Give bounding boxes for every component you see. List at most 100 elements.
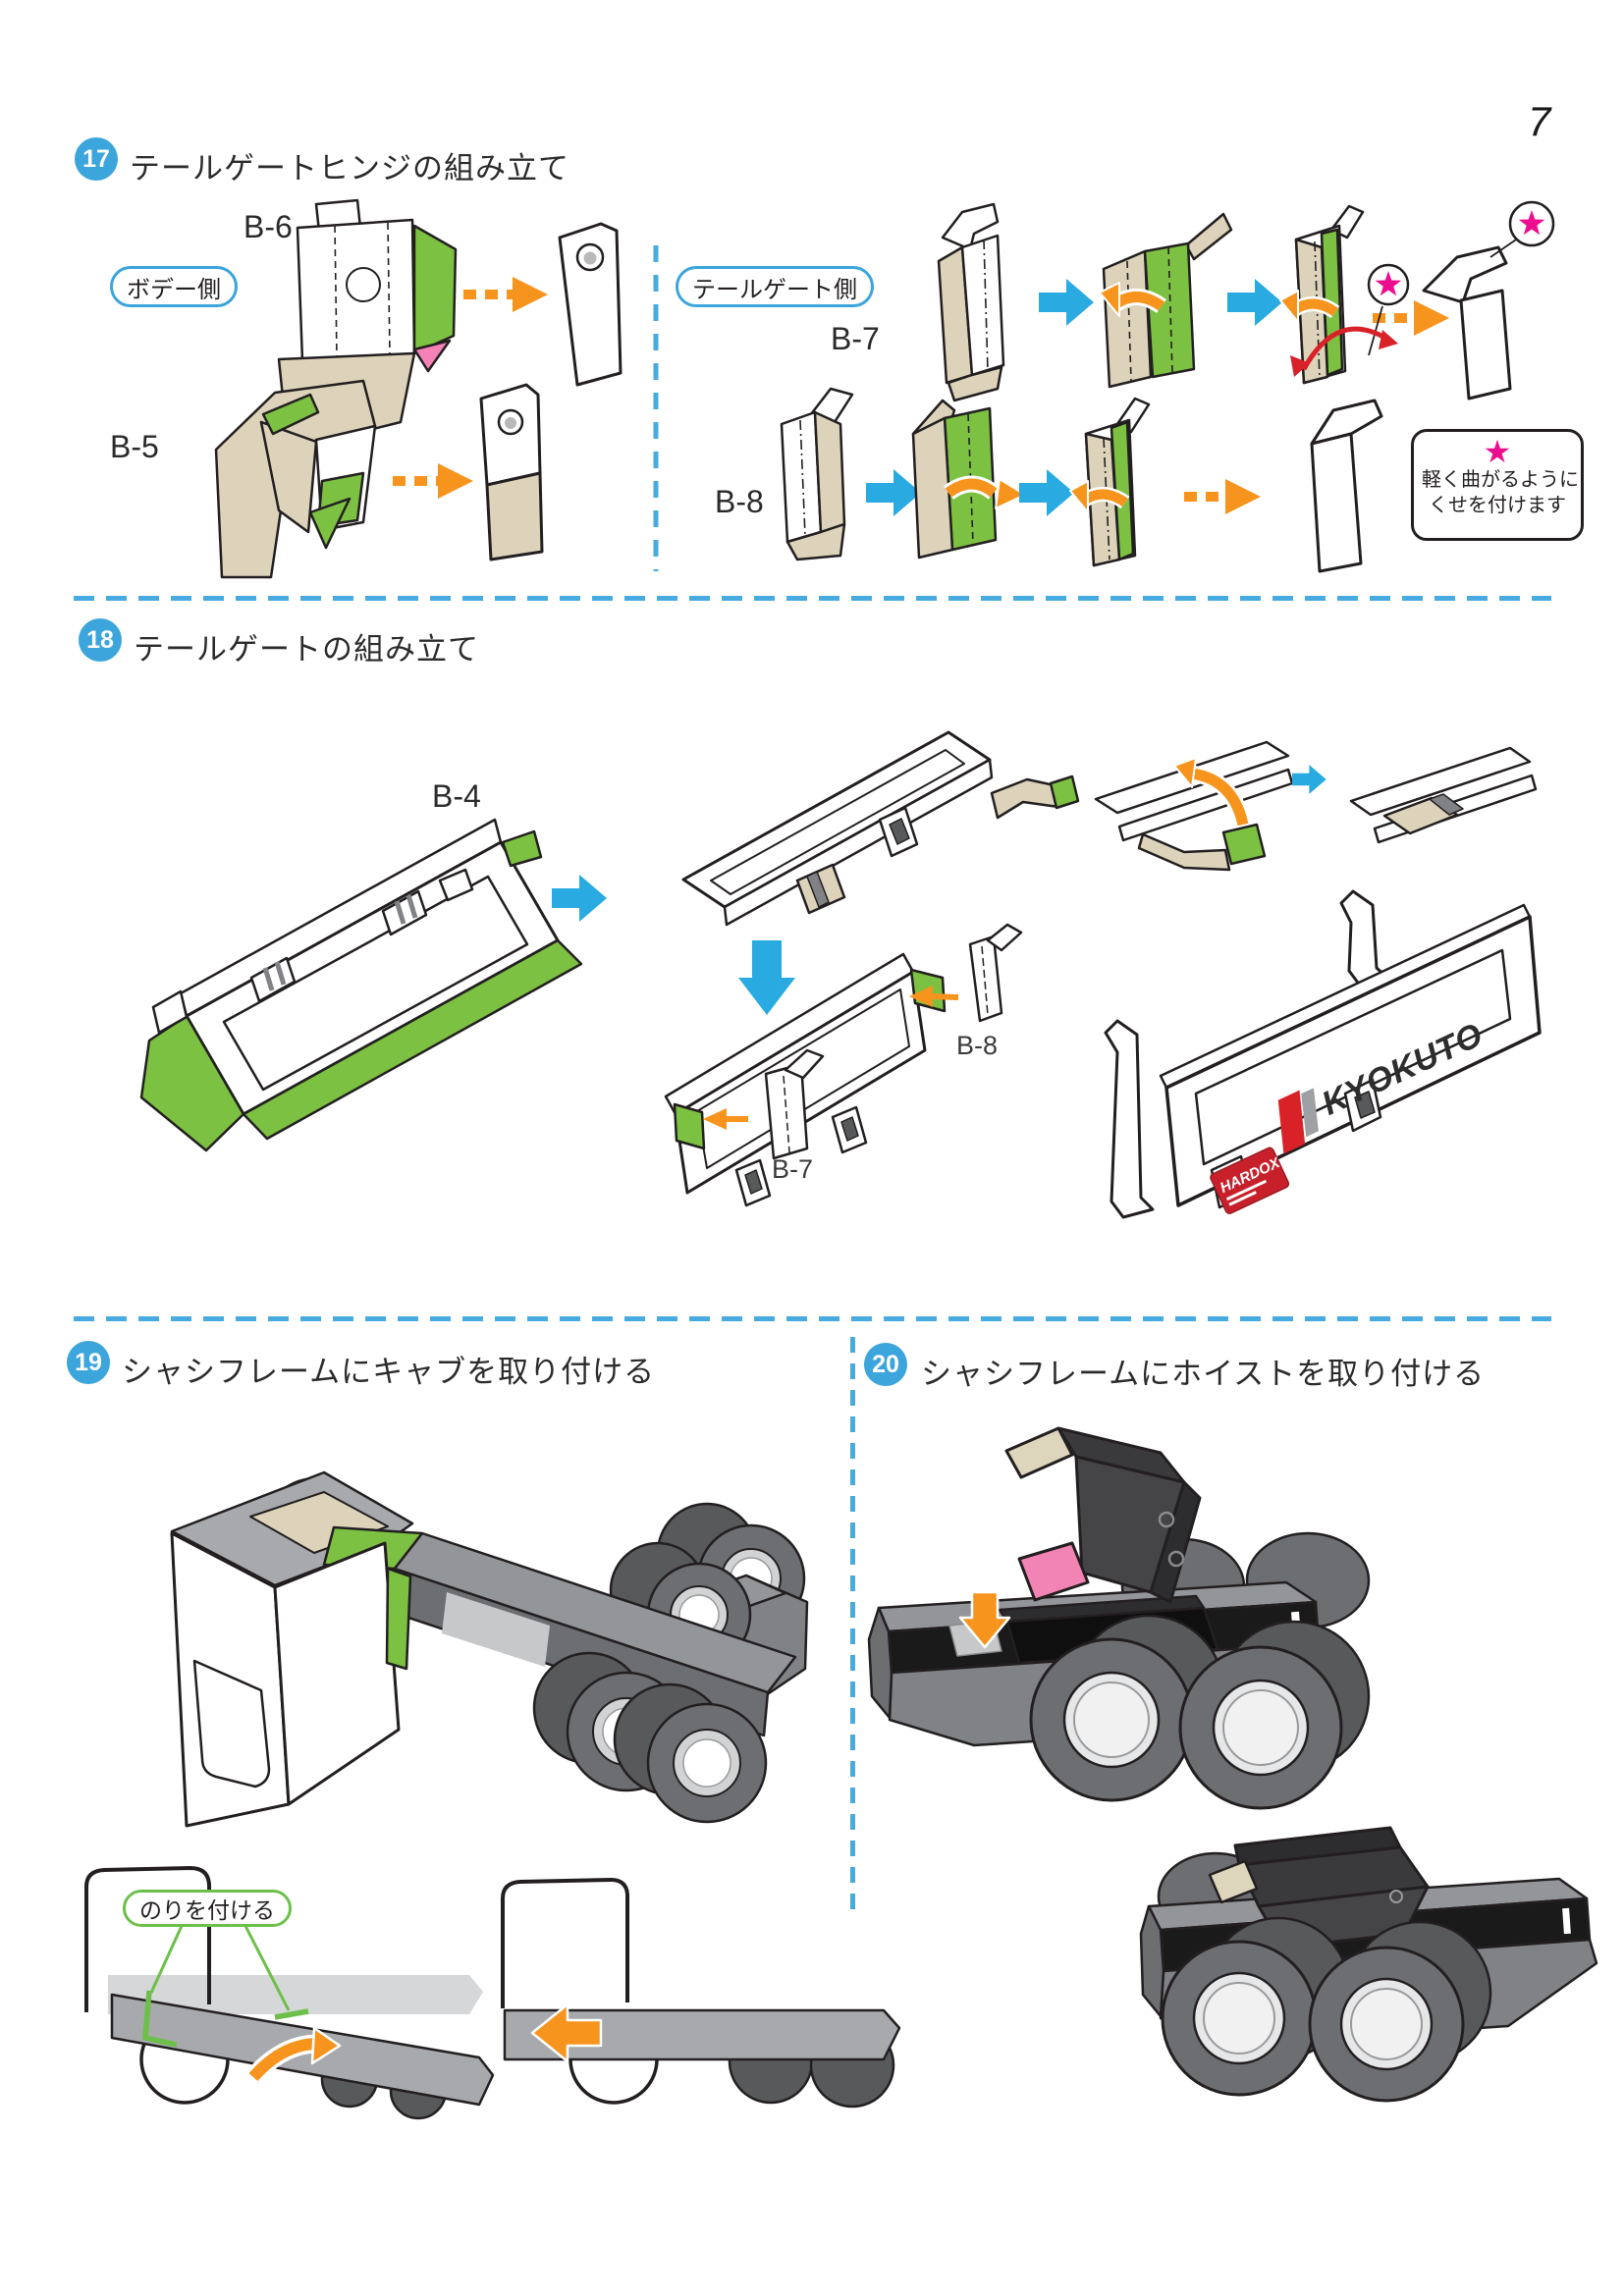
glue-leader — [244, 1925, 291, 2011]
illustration-step17-tailgate-side: B-7 B-8 — [653, 200, 1555, 573]
section-divider — [74, 596, 1551, 601]
tailgate-flat — [681, 730, 1080, 927]
blue-arrow-icon — [552, 875, 607, 922]
glue-leader — [149, 1925, 184, 1994]
note-line-2: くせを付けます — [1429, 495, 1566, 516]
step-19-number: 19 — [67, 1341, 110, 1384]
fold-detail-after — [1349, 746, 1538, 844]
wheel — [1308, 1946, 1465, 2103]
blue-arrow-icon — [1019, 469, 1074, 516]
part-b4-panel — [139, 818, 583, 1152]
glue-mark — [142, 1990, 178, 2048]
fold-arrow-icon — [943, 475, 1026, 509]
step-20-number: 20 — [864, 1343, 907, 1386]
chassis-top — [393, 1531, 797, 1694]
part-b7-stage2 — [1099, 212, 1233, 389]
part-label-b8: B-8 — [715, 484, 764, 519]
section-divider — [74, 1316, 1551, 1321]
orange-dashed-arrow-icon — [1373, 300, 1449, 336]
step-18-number: 18 — [79, 618, 122, 662]
chassis-ghost — [108, 1975, 483, 2014]
fold-arrow-icon — [1099, 282, 1166, 317]
part-b8-loose — [968, 923, 1023, 1023]
star-icon: ★ — [1483, 434, 1512, 469]
part-b8-stage1 — [780, 387, 854, 561]
part-label-b5: B-5 — [110, 429, 159, 464]
part-label-b4: B-4 — [432, 778, 481, 814]
wheel — [613, 1682, 768, 1824]
part-label-b8: B-8 — [956, 1031, 998, 1060]
illustration-step20-hoist-install — [867, 1426, 1598, 2103]
note-line-1: 軽く曲がるように — [1422, 469, 1579, 491]
step-20-title: シャシフレームにホイストを取り付ける — [921, 1357, 1486, 1391]
hardox-badge: HARDOX — [1210, 1147, 1290, 1214]
tailgate-assembled: KYOKUTO HARDOX — [1104, 889, 1542, 1219]
side-view-glue — [84, 1866, 495, 2120]
fold-detail-before — [1094, 740, 1294, 872]
bend-arrow-icon — [1290, 326, 1398, 377]
glue-pill: のりを付ける — [123, 1890, 292, 1927]
blue-arrow-icon — [1227, 279, 1282, 326]
fold-arrow-icon — [1069, 480, 1130, 513]
part-b8-final — [1290, 305, 1398, 573]
illustration-step19-cab-install — [84, 1470, 901, 2120]
slide-arrow-icon — [530, 2002, 603, 2063]
cab-outline — [501, 1878, 629, 2008]
part-label-b6: B-6 — [244, 209, 293, 244]
orange-dashed-arrow-icon — [463, 277, 548, 312]
cab-side — [273, 1541, 401, 1806]
side-view-slide — [501, 1878, 901, 2109]
part-b6-folded — [558, 222, 623, 387]
glue-tab — [385, 1567, 412, 1671]
part-b7-final — [1422, 235, 1523, 400]
illustration-step17-body-side: B-6 B-5 — [110, 198, 623, 579]
step-18-title: テールゲートの組み立て — [134, 632, 479, 667]
attach-arrow-icon — [909, 986, 959, 1007]
wheel — [1178, 1645, 1343, 1810]
orange-dashed-arrow-icon — [1184, 479, 1261, 514]
star-callout-icon — [1508, 200, 1555, 247]
attach-arrow-icon — [703, 1108, 748, 1130]
hinge-tabs — [151, 868, 474, 1035]
part-label-b7: B-7 — [831, 321, 880, 356]
tailgate-side-pill: テールゲート側 — [676, 266, 874, 307]
hoist-install — [867, 1426, 1371, 1810]
rotate-arrow-icon — [245, 2026, 342, 2084]
star-callout-icon — [1367, 263, 1410, 306]
part-b7-attached — [764, 1048, 825, 1160]
step-19-title: シャシフレームにキャブを取り付ける — [122, 1355, 656, 1389]
blue-down-arrow-icon — [738, 940, 795, 1015]
step-17-number: 17 — [75, 137, 118, 181]
fold-arrow-icon — [1279, 290, 1340, 323]
pink-tab — [1017, 1541, 1090, 1602]
wheel — [1161, 1940, 1318, 2097]
page-number: 7 — [1528, 98, 1551, 144]
truck-isometric — [170, 1470, 809, 1828]
body-side-pill: ボデー側 — [110, 266, 238, 307]
part-b5-flat — [214, 379, 377, 579]
cab-window — [192, 1659, 271, 1789]
place-arrow-icon — [958, 1590, 1011, 1649]
part-b7-stage1 — [937, 202, 1005, 402]
step-17-title: テールゲートヒンジの組み立て — [130, 151, 569, 186]
blue-arrow-icon — [1039, 279, 1094, 326]
part-b8-stage2 — [911, 399, 1026, 560]
blue-arrow-icon — [1292, 765, 1326, 794]
wheel — [1029, 1637, 1194, 1802]
orange-dashed-arrow-icon — [393, 463, 473, 499]
part-label-b7: B-7 — [772, 1154, 813, 1184]
part-b8-stage3 — [1069, 397, 1151, 567]
glue-mark — [274, 2008, 309, 2020]
illustration-step18-tailgate-assembly: KYOKUTO HARDOX B-4 B-7 B-8 — [139, 730, 1542, 1219]
cab-outline — [84, 1866, 211, 2012]
part-b5-folded — [479, 383, 544, 561]
part-b7-stage3 — [1279, 204, 1365, 385]
hoist-arm — [1004, 1426, 1202, 1604]
fold-arrow-icon — [1173, 757, 1252, 828]
tailgate-with-hinges — [664, 952, 947, 1207]
chassis-seated — [503, 2008, 901, 2061]
blue-arrow-icon — [866, 469, 921, 516]
bend-note: ★ 軽く曲がるように くせを付けます — [1411, 429, 1584, 541]
hoist-installed — [1139, 1826, 1598, 2103]
